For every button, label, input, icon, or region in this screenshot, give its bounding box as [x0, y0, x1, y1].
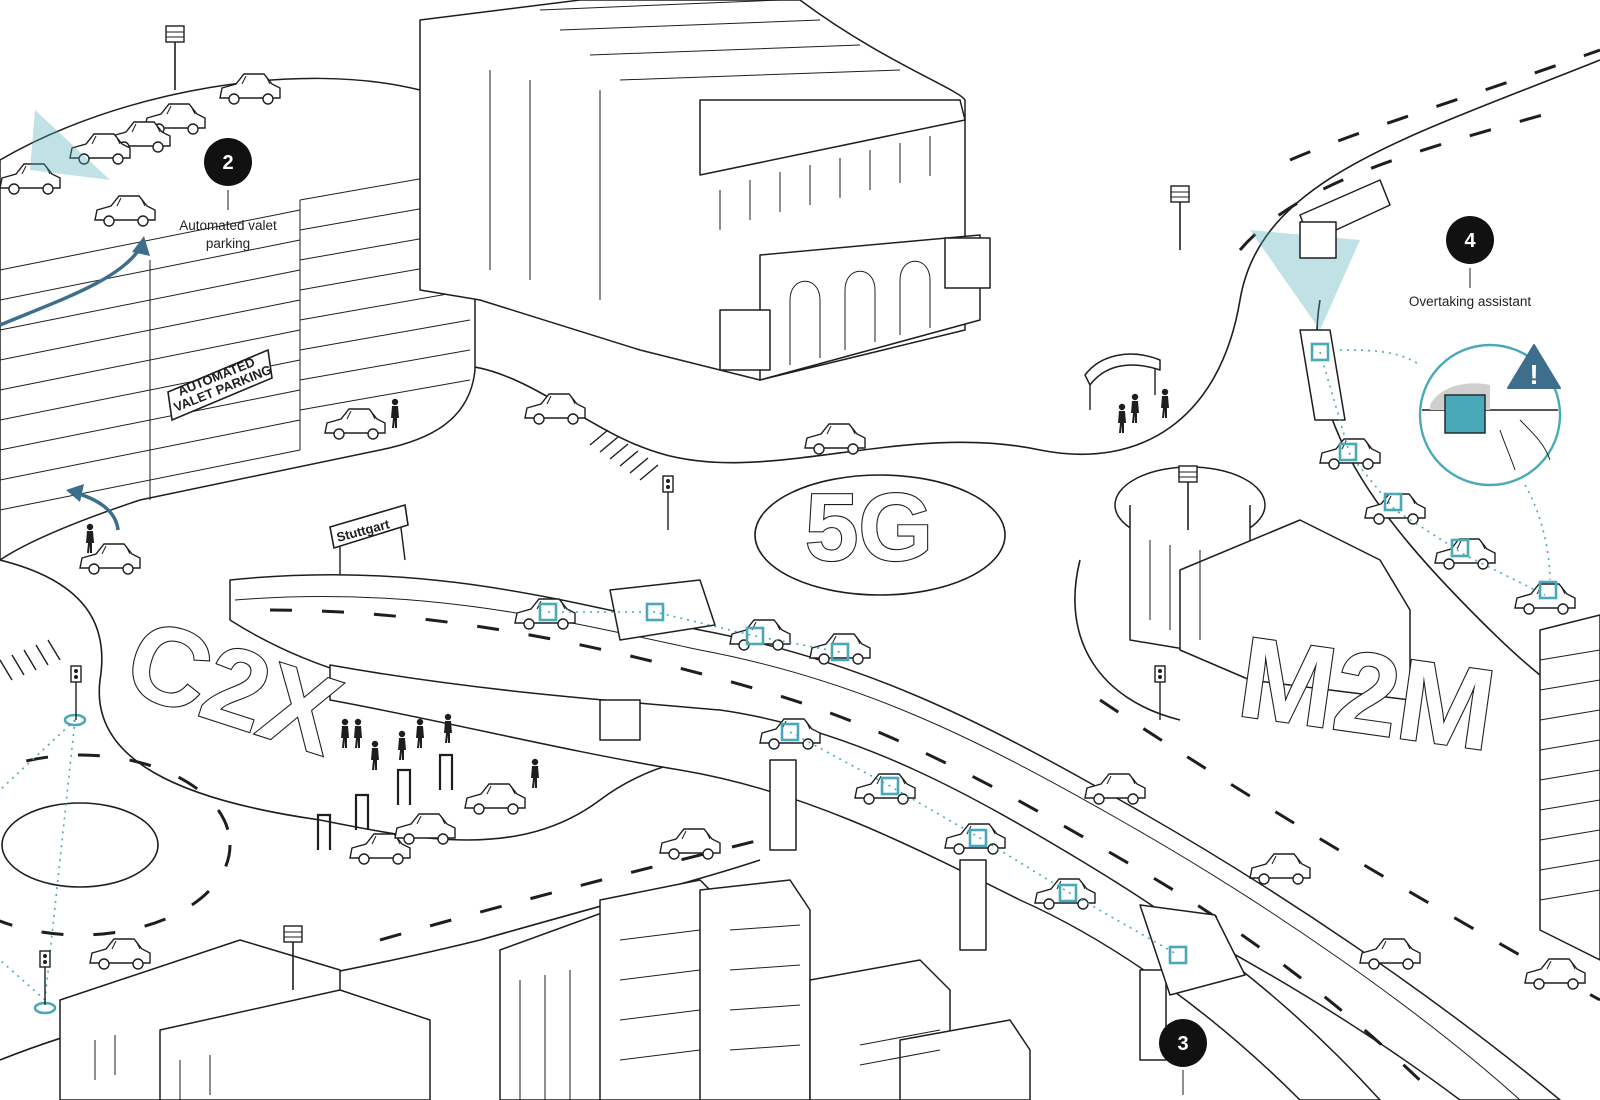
roundabout: [1, 802, 159, 888]
five-g-text: 5G: [805, 474, 933, 581]
overtaking-inset: !: [1339, 343, 1562, 581]
sensor-links: [0, 342, 1558, 1015]
parking-garage: AUTOMATED VALET PARKING: [0, 73, 477, 561]
callout-highway: 3: [1159, 1019, 1207, 1095]
warning-triangle-icon: !: [1507, 344, 1561, 390]
bottom-buildings: [59, 879, 1031, 1100]
callout-overtaking-assistant: 4 Overtaking assistant: [1409, 216, 1532, 309]
callout-overtaking-label: Overtaking assistant: [1409, 294, 1532, 309]
five-g-landmark: 5G: [754, 473, 1006, 596]
stuttgart-sign: Stuttgart: [329, 503, 409, 575]
callout-valet-number: 2: [222, 152, 233, 174]
station-building: [419, 0, 991, 381]
charging-station-icon: [316, 753, 454, 850]
bus-stop: [1084, 353, 1161, 410]
warning-glyph: !: [1529, 359, 1538, 390]
right-tower: [1539, 614, 1600, 961]
parking-sensor-beam: [30, 110, 110, 180]
highway: Stuttgart: [229, 503, 1561, 1100]
callout-overtaking-number: 4: [1464, 230, 1476, 252]
callout-highway-number: 3: [1177, 1033, 1188, 1055]
callout-valet-label-1: Automated valet: [179, 218, 277, 233]
truck-convoy: [1250, 179, 1391, 421]
m2m-text: M2M: [1232, 613, 1503, 775]
callout-valet-parking: 2 Automated valet parking: [179, 138, 277, 251]
callout-valet-label-2: parking: [206, 236, 250, 251]
truck-icon: [1444, 394, 1486, 434]
m2m-landmark: M2M: [1114, 466, 1504, 776]
